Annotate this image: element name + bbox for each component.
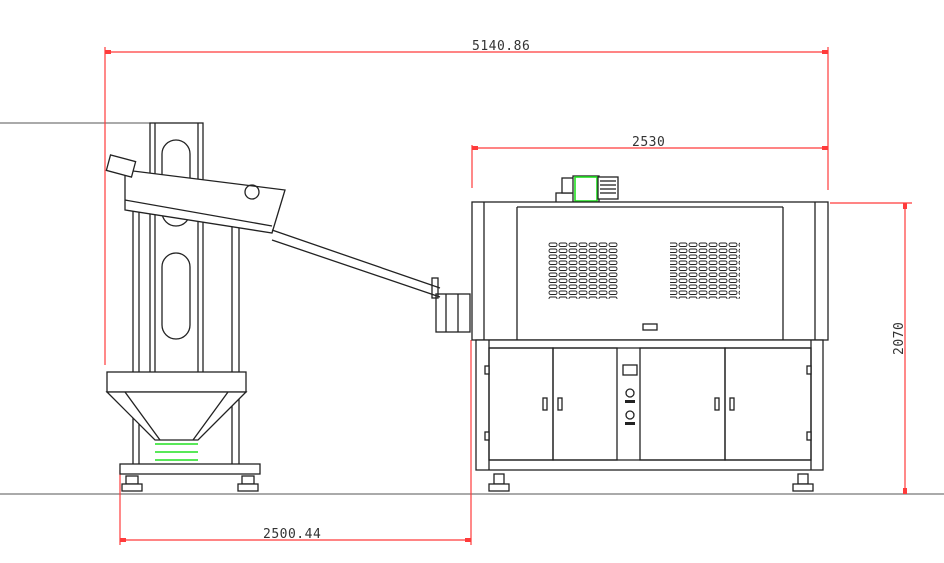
motor [105,154,137,178]
cabinet-door [552,347,618,461]
indicator-lamp [625,388,635,398]
hopper [105,391,248,441]
elevator-column [149,122,204,374]
leveling-foot [488,483,510,492]
cover-handle [642,323,658,331]
vent-grille-right [670,242,740,299]
cabinet-door [724,347,812,461]
door-handle [542,397,548,411]
door-handle [714,397,720,411]
vent-grille-left [548,242,618,299]
control-unit [555,175,619,204]
column-slot [161,252,191,340]
conveyor-chute [271,229,471,333]
loader-base [119,463,261,475]
sorting-box [105,154,286,234]
leveling-foot [121,483,143,492]
blow-molding-machine [471,175,829,492]
door-handle [729,397,735,411]
machine-upper-cover [471,201,829,341]
machine-lower-frame [475,339,824,471]
leveling-foot [237,483,259,492]
dimension-overall-length: 5140.86 [104,39,829,365]
indicator-lamp [625,410,635,420]
main-switch [622,364,638,376]
dimension-machine-height: 2070 [830,202,912,494]
preform-loader [105,122,471,492]
dimension-loader-offset: 2500.44 [119,340,472,545]
leveling-foot [792,483,814,492]
dimension-machine-length: 2530 [471,135,828,188]
dimension-label: 5140.86 [472,39,530,54]
dimension-label: 2530 [632,135,665,150]
door-handle [557,397,563,411]
hopper-rim [106,371,247,393]
dimension-label: 2500.44 [263,527,321,542]
dimension-label: 2070 [892,322,907,355]
